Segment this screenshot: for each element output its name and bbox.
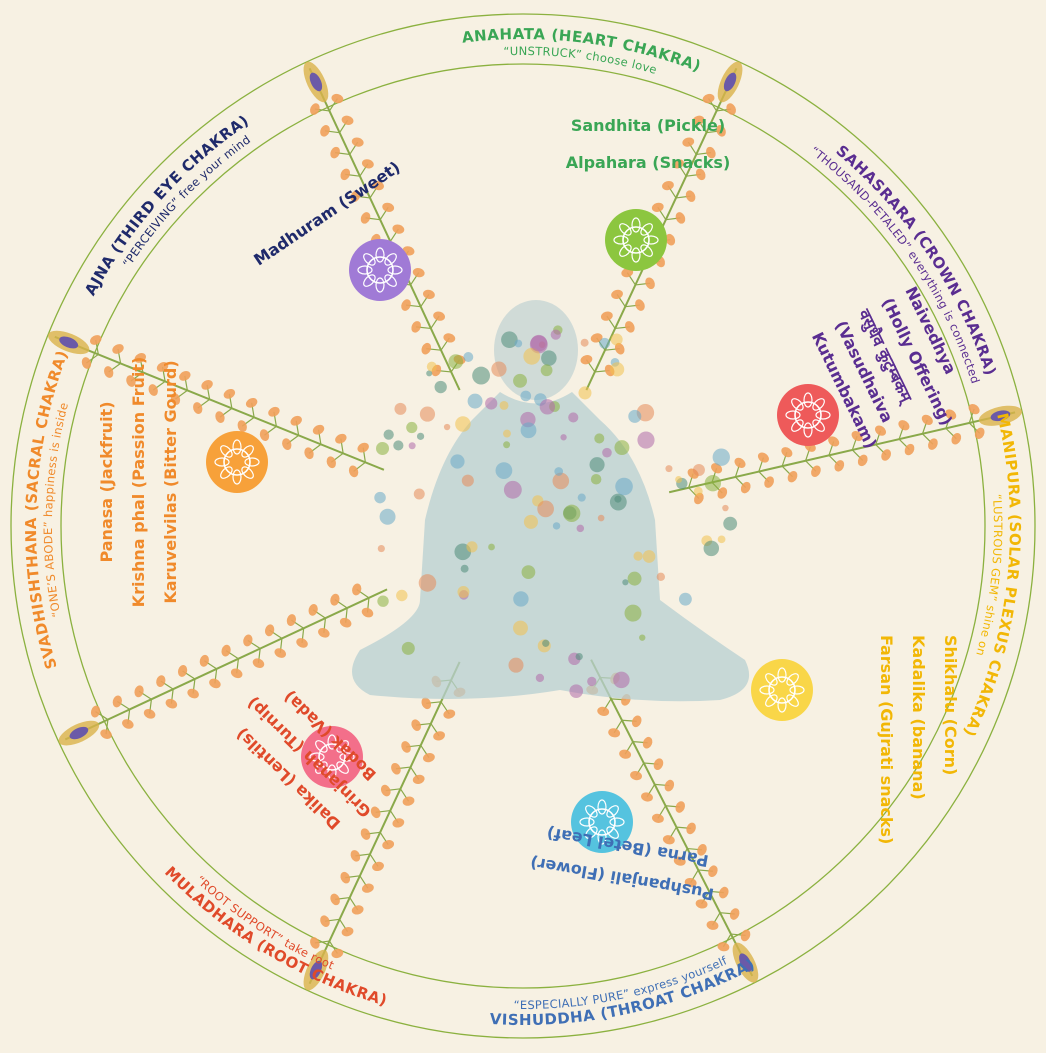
- branch: [580, 61, 743, 391]
- muladhara-foods: Dalika (Lentils)Grinjanah (Turnip)Bodak …: [232, 687, 380, 833]
- anahata-chakra-icon: [605, 209, 667, 271]
- food-item: Alpahara (Snacks): [566, 153, 731, 172]
- ajna-chakra-icon: [349, 239, 411, 301]
- sahasrara-chakra-icon: [777, 384, 839, 446]
- inner-ring: [60, 63, 986, 989]
- branch: [303, 61, 466, 391]
- muladhara-chakra-icon: [301, 726, 363, 788]
- branch: [303, 661, 466, 991]
- chakra-icons: [206, 209, 839, 853]
- food-item: Panasa (Jackfruit): [97, 401, 116, 562]
- food-item: Farsan (Gujrati snacks): [877, 635, 896, 844]
- food-item: Krishna phal (Passion Fruit): [129, 357, 148, 608]
- vishuddha-chakra-icon: [571, 791, 633, 853]
- branch: [48, 330, 385, 478]
- svadhishthana-foods: Panasa (Jackfruit) Krishna phal (Passion …: [97, 357, 180, 608]
- manipura-foods: Shikhalu (Corn) Kadalika (banana) Farsan (…: [877, 635, 960, 844]
- branch: [668, 404, 1022, 505]
- branch: [586, 659, 759, 983]
- meditating-figure: [352, 300, 750, 702]
- food-item: Karuvelvilas (Bitter Gourd): [161, 360, 180, 603]
- outer-ring: [10, 13, 1036, 1039]
- anahata-foods: Sandhita (Pickle) Alpahara (Snacks): [566, 116, 731, 172]
- manipura-chakra-icon: [751, 659, 813, 721]
- food-item: Sandhita (Pickle): [571, 116, 725, 135]
- branch: [58, 583, 388, 746]
- floral-branches: [48, 61, 1022, 991]
- food-item: Kadalika (banana): [909, 635, 928, 800]
- food-item: Shikhalu (Corn): [941, 635, 960, 775]
- svadhishthana-chakra-icon: [206, 431, 268, 493]
